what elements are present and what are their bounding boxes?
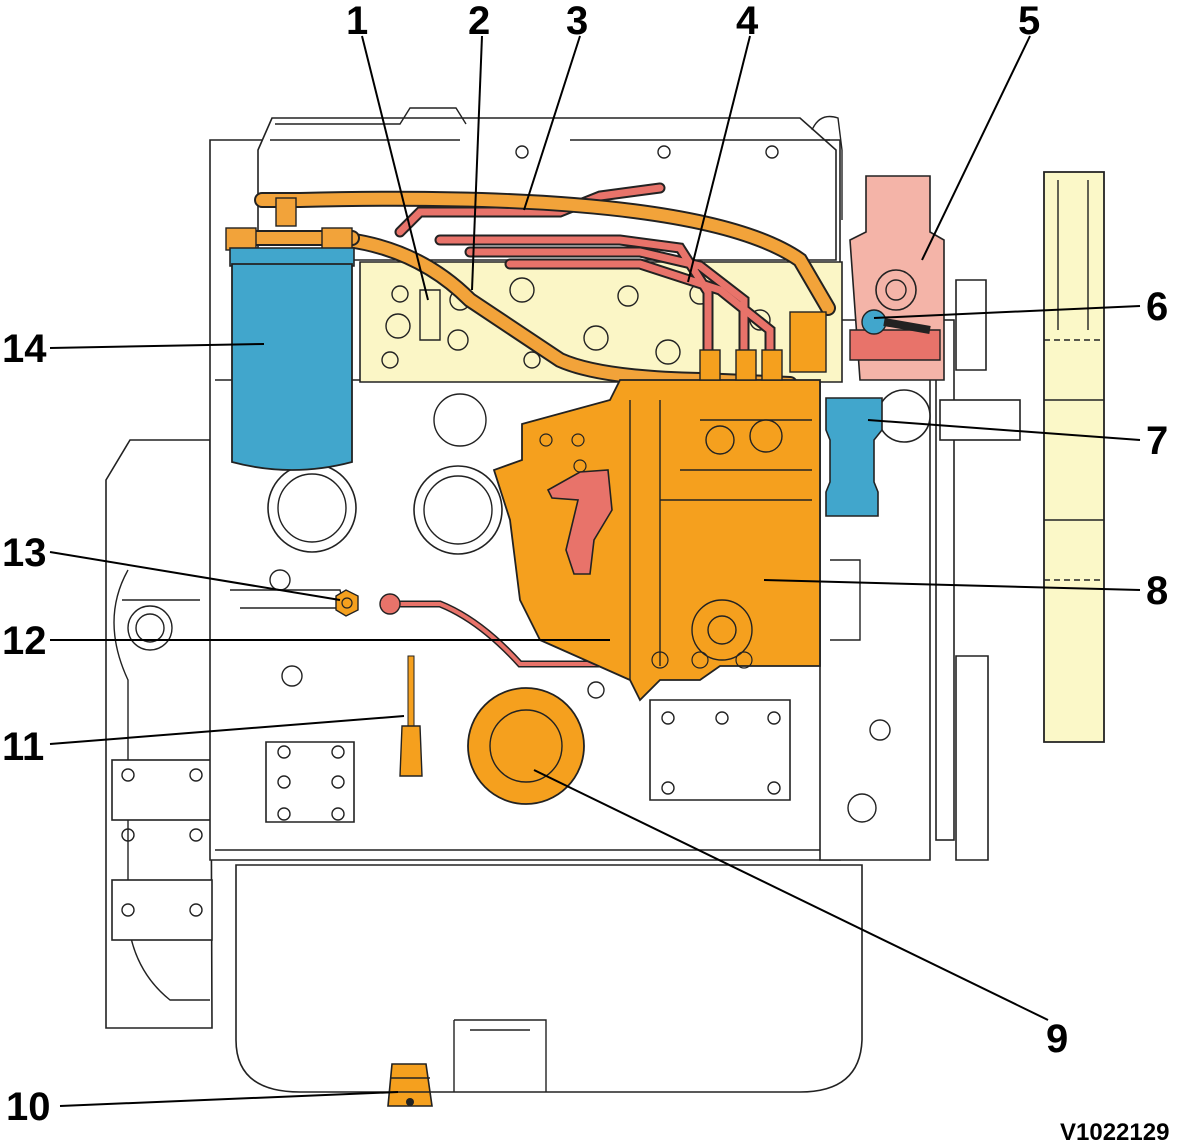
- fuel-filter: [229, 247, 355, 471]
- callout-6: 6: [1146, 285, 1168, 329]
- callout-7: 7: [1146, 419, 1168, 463]
- callout-4: 4: [736, 0, 759, 43]
- callouts: 1 2 3 4 5 6 7 8 9 10 11 12 13 14: [2, 0, 1168, 1129]
- figure-reference-code: V1022129: [1060, 1119, 1169, 1146]
- cooling-fan: [1043, 171, 1105, 743]
- dipstick: [399, 655, 423, 777]
- callout-1: 1: [346, 0, 368, 43]
- callout-13: 13: [2, 531, 47, 575]
- fuel-prefilter: [825, 309, 931, 517]
- oil-pressure-sensor: [335, 589, 359, 617]
- callout-5: 5: [1018, 0, 1040, 43]
- injection-pump: [492, 349, 821, 702]
- thermostat-housing: [849, 175, 945, 381]
- callout-8: 8: [1146, 569, 1168, 613]
- oil-filter: [467, 687, 585, 805]
- callout-3: 3: [566, 0, 588, 43]
- callout-9: 9: [1046, 1017, 1068, 1061]
- callout-10: 10: [6, 1085, 51, 1129]
- drain-plug: [387, 1063, 433, 1107]
- callout-14: 14: [2, 327, 47, 371]
- banjo-fittings: [225, 197, 827, 615]
- leader-lines: [49, 35, 1141, 1107]
- callout-11: 11: [2, 725, 44, 769]
- callout-12: 12: [2, 619, 47, 663]
- callout-2: 2: [468, 0, 490, 43]
